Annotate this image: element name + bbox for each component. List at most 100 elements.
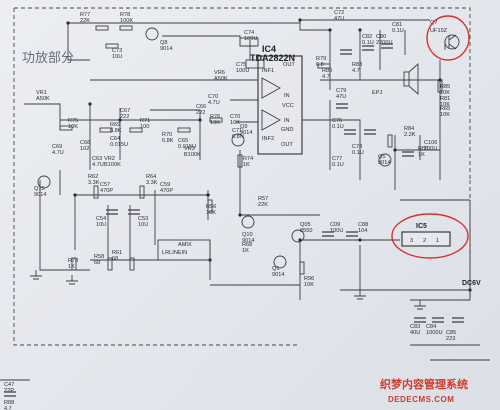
component-label-vr3: VR3: [184, 146, 195, 152]
component-label-q15: Q15: [34, 186, 45, 192]
component-value-r65: 10K: [440, 112, 450, 118]
component-value-c71: 6.8N: [232, 134, 244, 140]
component-value-vr1: A50K: [36, 96, 50, 102]
component-value-c85: 223: [446, 336, 455, 342]
component-value-c88: 104: [358, 228, 367, 234]
component-value-r77: 22K: [80, 18, 90, 24]
component-label-r69: R69: [110, 122, 120, 128]
component-label-c59: C59: [160, 182, 170, 188]
component-label-c53: C53: [138, 216, 148, 222]
component-value-r57: 22K: [258, 202, 268, 208]
component-label-vr6: VR6: [214, 70, 225, 76]
component-value-r86: 1K: [418, 152, 425, 158]
component-label-c88: C88: [358, 222, 368, 228]
component-label-q5: Q5: [378, 154, 385, 160]
component-label-r88: R88: [4, 400, 14, 406]
component-value-r69: 6.8K: [110, 128, 122, 134]
highlight-circle-ic5: [391, 213, 469, 259]
component-value-c68: 102: [80, 146, 89, 152]
component-value-c80: 2200U: [376, 40, 392, 46]
component-value-vr3: B100K: [184, 152, 201, 158]
component-value-r68: 1K: [242, 248, 249, 254]
component-label-c73: C73: [112, 48, 122, 54]
component-value-r85: 10K: [440, 90, 450, 96]
component-label-c84: C84: [426, 324, 436, 330]
component-value-r96: 10K: [304, 282, 314, 288]
component-label-c82: C82: [362, 34, 372, 40]
component-label-r78: R78: [120, 12, 130, 18]
component-label-c71: C71: [232, 128, 242, 134]
component-value-r74: 1K: [243, 162, 250, 168]
component-value-c81: 0.1U: [392, 28, 404, 34]
ic4-pin-inf2: INF2: [262, 136, 274, 142]
component-label-r57: R57: [258, 196, 268, 202]
component-label-c68: C68: [80, 140, 90, 146]
component-value-r81: 10K: [440, 102, 450, 108]
component-label-c75: C75: [236, 62, 246, 68]
component-label-r71: R71: [140, 118, 150, 124]
component-label-r80: R80: [322, 68, 332, 74]
ground-icons: [30, 270, 426, 310]
component-value-c64: 0.015U: [110, 142, 128, 148]
component-value-c54: 10U: [96, 222, 106, 228]
component-value-c77: 0.1U: [332, 162, 344, 168]
component-value-c09: 100U: [330, 228, 343, 234]
component-label-r96: R96: [304, 276, 314, 282]
ic5-name: IC5: [416, 223, 427, 230]
component-label-r73: R73: [68, 258, 78, 264]
component-label-c67: C67: [120, 108, 130, 114]
component-value-c72: 47U: [334, 16, 344, 22]
watermark: 织梦内容管理系统 DEDECMS.COM: [380, 377, 468, 404]
component-label-r81: R81: [440, 96, 450, 102]
component-label-r75: R75: [68, 118, 78, 124]
component-value-r78: 100K: [120, 18, 133, 24]
component-label-q05: Q05: [300, 222, 311, 228]
component-label-r86: R86: [418, 146, 428, 152]
component-label-r83: R83: [352, 62, 362, 68]
component-value-c84: 1000U: [426, 330, 442, 336]
component-value-c57: 470P: [100, 188, 113, 194]
component-label-q9: Q9: [240, 124, 247, 130]
power-label: DC6V: [462, 280, 481, 287]
component-value-c76: 0.1U: [332, 124, 344, 130]
component-value-r83: 4.7: [352, 68, 360, 74]
ic4-block: IC4 TDA2822N OUT IN VCC IN GND OUT INF1 …: [250, 44, 303, 155]
component-value-c74: 100U: [244, 36, 257, 42]
component-label-c79: C79: [336, 88, 346, 94]
component-value-c59: 470P: [160, 188, 173, 194]
component-label-c78: C78: [352, 144, 362, 150]
section-title: 功放部分: [22, 51, 74, 66]
component-label-c81: C81: [392, 22, 402, 28]
ic4-part: TDA2822N: [250, 53, 295, 63]
component-label-r76: R76: [210, 114, 220, 120]
component-label-r77: R77: [80, 12, 90, 18]
component-value-c47: 22P: [4, 388, 14, 394]
component-value-c78: 0.1U: [352, 150, 364, 156]
component-label-q1: Q1: [272, 266, 279, 272]
component-label-c70: C70: [230, 114, 240, 120]
connector-label: LRLINEIN: [162, 250, 187, 256]
component-label-r61: R61: [112, 250, 122, 256]
q7-name: Q7: [430, 20, 437, 26]
component-value-q5: 9014: [378, 160, 390, 166]
ic5-block: IC5 3 2 1: [401, 223, 451, 247]
component-label-r62: R62: [88, 174, 98, 180]
component-value-q1: 9014: [272, 272, 284, 278]
component-label-r70: R70: [162, 132, 172, 138]
ic4-pin-in2: IN: [284, 118, 290, 124]
section-border-left: [13, 8, 300, 346]
component-value-r79: 6.8: [316, 62, 324, 68]
component-label-r85: R85: [440, 84, 450, 90]
component-value-c67: 222: [120, 114, 129, 120]
component-label-r58: R58: [94, 254, 104, 260]
component-label-r84: R84: [404, 126, 414, 132]
highlight-circle-q7: [426, 15, 470, 61]
watermark-line1: 织梦内容管理系统: [380, 377, 468, 391]
ic4-pin-gnd: GND: [281, 127, 293, 133]
component-value-r76: 10K: [210, 120, 220, 126]
component-value-c83: 40U: [410, 330, 420, 336]
component-value-c53: 10U: [138, 222, 148, 228]
speaker-icon: [403, 62, 419, 96]
component-value-c79: 47U: [336, 94, 346, 100]
